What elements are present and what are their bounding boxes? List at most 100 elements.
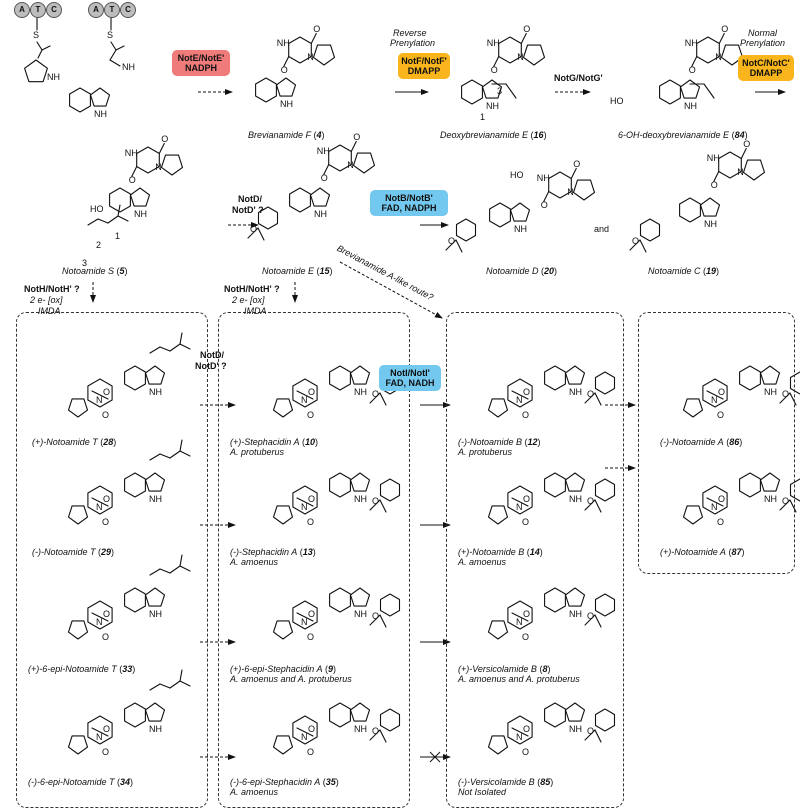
atom-label: O [688, 64, 696, 75]
pyrrolidine-ring [682, 398, 704, 418]
atom-label: NH [354, 609, 367, 619]
atom-label: O [587, 496, 595, 506]
prenyl-bond [179, 332, 183, 345]
bridge-bond [706, 390, 724, 400]
enzyme-text: FAD, NADH [385, 378, 435, 388]
bond [505, 83, 517, 99]
indole-benzene-ring [329, 587, 351, 613]
gem-dimethyl-bond [257, 227, 265, 241]
carbonyl-bond [740, 147, 747, 160]
gem-dimethyl-bond [247, 227, 259, 239]
compound-label-c87: (+)-Notoamide A (87) [660, 547, 745, 557]
atom-label: O [743, 138, 751, 149]
indole-pyrrole-ring [349, 365, 371, 385]
atom-label: O [523, 724, 531, 734]
indole-pyrrole-ring [349, 702, 371, 722]
pyrrolidine-ring [522, 44, 546, 66]
compound-number: 29 [101, 547, 112, 557]
atom-label: NH [536, 172, 550, 183]
atom-label: N [715, 51, 722, 62]
proline-ring [24, 59, 48, 83]
atom-label: O [103, 494, 111, 504]
indole-pyrrole-ring [564, 365, 586, 385]
indole-benzene-ring [329, 472, 351, 498]
indole-benzene-ring [109, 187, 131, 213]
atom-label: O [490, 64, 498, 75]
prenyl-bond [87, 218, 99, 226]
bridge-bond [91, 390, 109, 400]
atom-label: O [522, 632, 530, 642]
bicyclo-ring [292, 485, 318, 515]
indole-pyrrole-ring [144, 365, 166, 385]
bridge-bond [511, 497, 529, 507]
enzyme-text: NotC/NotC' [742, 58, 790, 68]
compound-name: Notoamide D [486, 266, 539, 276]
compound-label-c19: Notoamide C (19) [648, 266, 720, 276]
bridge-bond [296, 612, 314, 622]
bicyclo-ring [702, 485, 728, 515]
bicyclo-ring [292, 715, 318, 745]
enzyme-badge-noti: NotI/NotI'FAD, NADH [379, 365, 441, 391]
atom-label: NH [276, 37, 290, 48]
prenyl-bond [179, 669, 183, 682]
indole-benzene-ring [544, 702, 566, 728]
pyran-ring [639, 218, 661, 242]
atom-label: O [448, 236, 456, 246]
compound-number: 87 [731, 547, 742, 557]
atom-label: 2 [96, 240, 102, 250]
atom-label: NH [704, 219, 717, 229]
atom-label: O [280, 64, 288, 75]
compound-source: A. amoenus and A. protuberus [458, 674, 580, 684]
bond [41, 45, 51, 51]
pyran-ring [594, 708, 616, 732]
atom-label: O [522, 517, 530, 527]
atom-label: NH [149, 609, 162, 619]
atom-label: N [347, 159, 354, 170]
compound-number: 8 [542, 664, 548, 674]
atom-label: 1 [115, 231, 121, 241]
atom-label: N [96, 732, 103, 742]
atom-label: NH [569, 387, 582, 397]
atom-label: NH [354, 387, 367, 397]
prenyl-bond [107, 215, 119, 224]
carbonyl-bond [350, 140, 357, 153]
compound-name: (-)-6-epi-Stephacidin A [230, 777, 321, 787]
indole-pyrrole-ring [759, 365, 781, 385]
compound-source: Not Isolated [458, 787, 507, 797]
compound-group-box [638, 312, 795, 574]
atom-label: O [522, 410, 530, 420]
bridge-bond [91, 727, 109, 737]
atom-label: O [308, 494, 316, 504]
compound-number: 28 [103, 437, 114, 447]
indole-benzene-ring [124, 702, 146, 728]
gem-dimethyl-bond [379, 729, 387, 743]
pyrrolidine-ring [487, 505, 509, 525]
atom-label: O [307, 410, 315, 420]
bicyclo-ring [507, 600, 533, 630]
indole-pyrrole-ring [564, 702, 586, 722]
atom-label: NH [764, 387, 777, 397]
indole-benzene-ring [124, 472, 146, 498]
pyrrolidine-ring [272, 398, 294, 418]
atom-label: 1 [480, 112, 486, 122]
compound-label-c14: (+)-Notoamide B (14)A. amoenus [458, 547, 543, 567]
atom-label: N [301, 617, 308, 627]
atom-label: O [372, 389, 380, 399]
compound-label-c85: (-)-Versicolamide B (85)Not Isolated [458, 777, 554, 797]
atom-label: NH [149, 494, 162, 504]
gem-dimethyl-bond [445, 239, 457, 251]
enzyme-text: DMAPP [749, 68, 783, 78]
compound-label-c9: (+)-6-epi-Stephacidin A (9)A. amoenus an… [230, 664, 352, 684]
atom-label: O [308, 387, 316, 397]
atom-label: NH [316, 145, 330, 156]
atom-label: N [301, 395, 308, 405]
atom-label: 3 [82, 258, 88, 268]
atom-label: O [523, 609, 531, 619]
pyrrolidine-ring [682, 505, 704, 525]
atom-label: NH [486, 37, 500, 48]
gem-dimethyl-bond [369, 499, 381, 511]
indole-pyrrole-ring [144, 472, 166, 492]
indole-pyrrole-ring [144, 702, 166, 722]
